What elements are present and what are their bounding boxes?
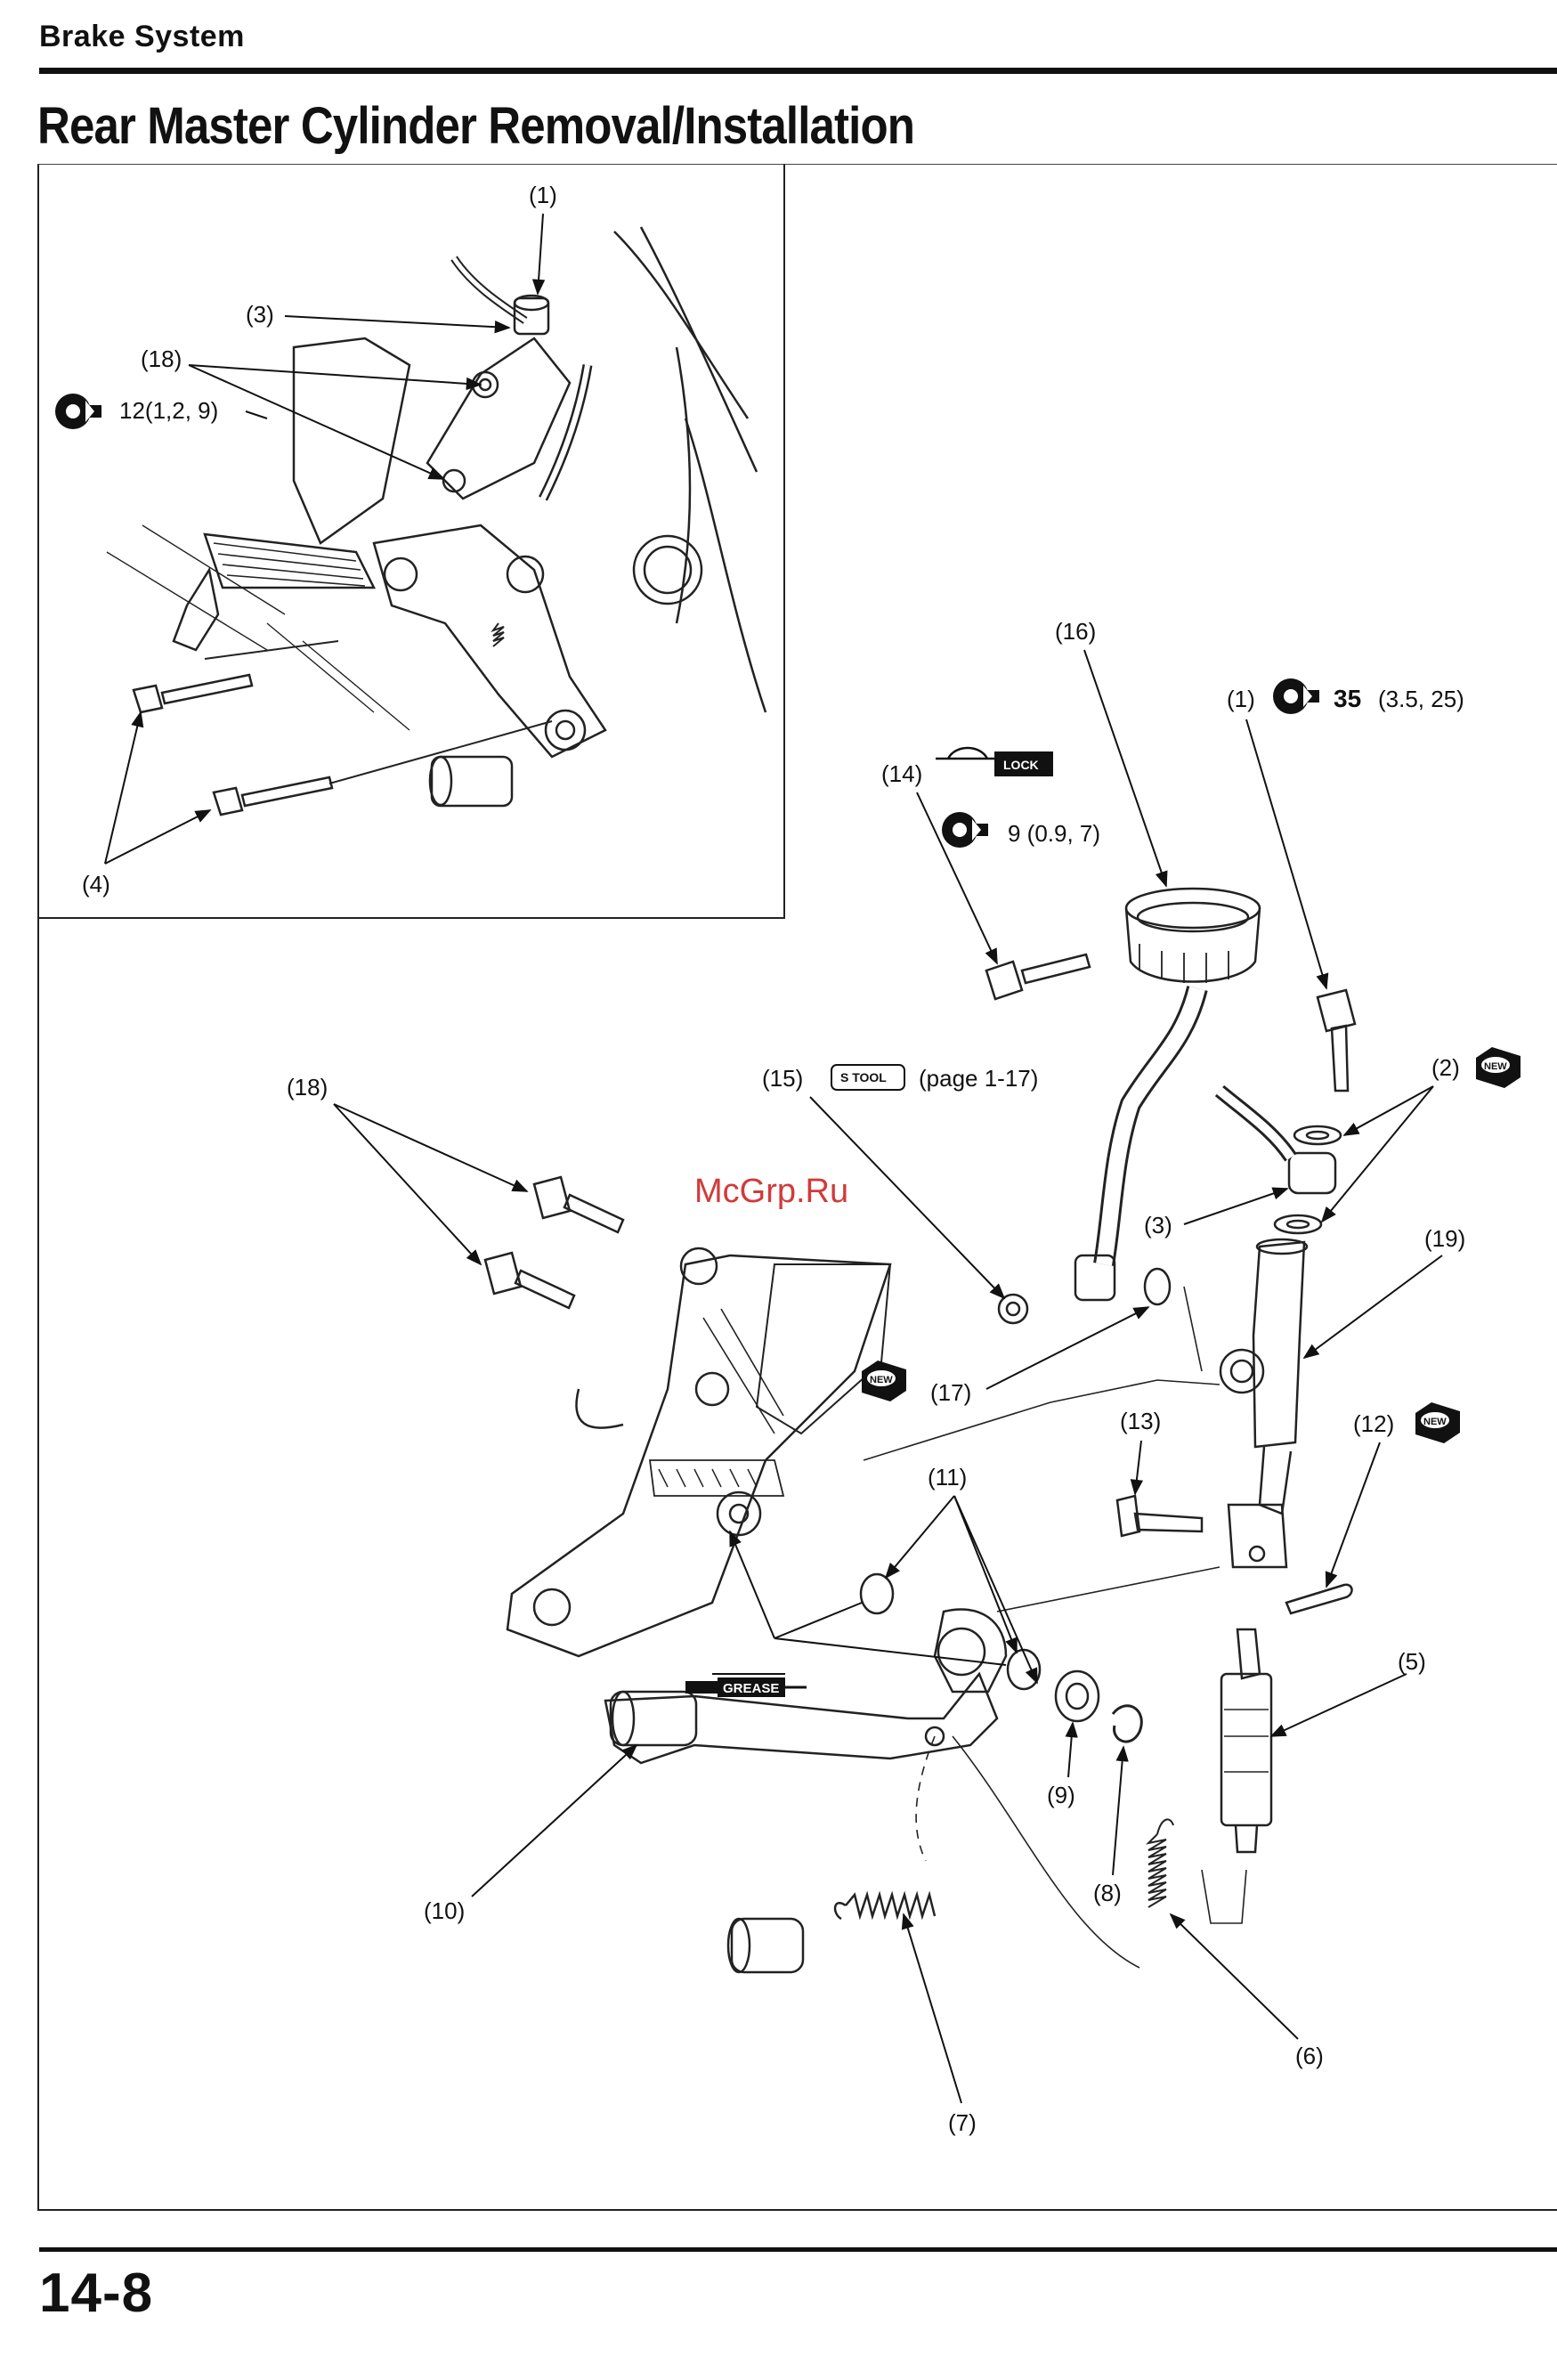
inset-callout-4: (4) [82,871,110,898]
torque-wrench-icon [1273,678,1319,714]
main-callouts: (16) (14) LOCK 9 (0.9, 7) (1) 35 (3.5, 2… [287,618,1521,2136]
svg-text:NEW: NEW [870,1375,893,1385]
callout-11: (11) [928,1464,967,1491]
new-part-icon: NEW [862,1361,906,1401]
callout-15: (15) [762,1065,803,1092]
callout-14: (14) [881,760,922,787]
inset-callout-3: (3) [246,301,274,328]
new-part-icon: NEW [1415,1402,1460,1443]
callout-17: (17) [930,1379,971,1406]
lock-icon: LOCK [936,748,1053,776]
torque-14: 9 (0.9, 7) [1008,820,1100,847]
callout-19: (19) [1424,1225,1465,1252]
page-reference: (page 1-17) [919,1065,1038,1092]
main-drawing [485,889,1355,1972]
callout-7: (7) [948,2109,977,2136]
new-part-icon: NEW [1476,1047,1521,1088]
callout-1: (1) [1227,686,1255,712]
callout-9: (9) [1047,1782,1075,1808]
inset-drawing [107,227,766,815]
inset-callout-1: (1) [529,182,557,208]
torque-1-value: 35 [1334,685,1361,712]
callout-10: (10) [424,1897,465,1924]
page-number: 14-8 [39,2262,153,2325]
callout-3: (3) [1144,1212,1172,1239]
inset-bolt-lower [214,777,332,815]
svg-text:S TOOL: S TOOL [840,1070,887,1084]
svg-text:GREASE: GREASE [723,1681,779,1696]
watermark: McGrp.Ru [694,1173,848,1210]
svg-text:LOCK: LOCK [1003,758,1039,772]
inset-torque-value: 12(1,2, 9) [119,397,218,424]
inset-callout-18: (18) [141,345,182,372]
svg-text:NEW: NEW [1423,1417,1447,1427]
callout-13: (13) [1120,1408,1161,1434]
grease-icon: GREASE [685,1674,807,1697]
torque-wrench-icon [942,812,988,848]
svg-text:NEW: NEW [1484,1061,1507,1072]
special-tool-icon: S TOOL [831,1065,904,1090]
callout-5: (5) [1398,1648,1426,1675]
inset-bolt-upper [134,675,252,712]
callout-2: (2) [1431,1054,1460,1081]
torque-1-units: (3.5, 25) [1378,686,1464,712]
callout-12: (12) [1353,1410,1394,1437]
callout-18: (18) [287,1074,328,1101]
callout-16: (16) [1055,618,1096,645]
callout-8: (8) [1093,1880,1122,1906]
callout-6: (6) [1295,2043,1324,2069]
footer-rule [39,2247,1557,2252]
torque-wrench-icon [55,394,101,429]
